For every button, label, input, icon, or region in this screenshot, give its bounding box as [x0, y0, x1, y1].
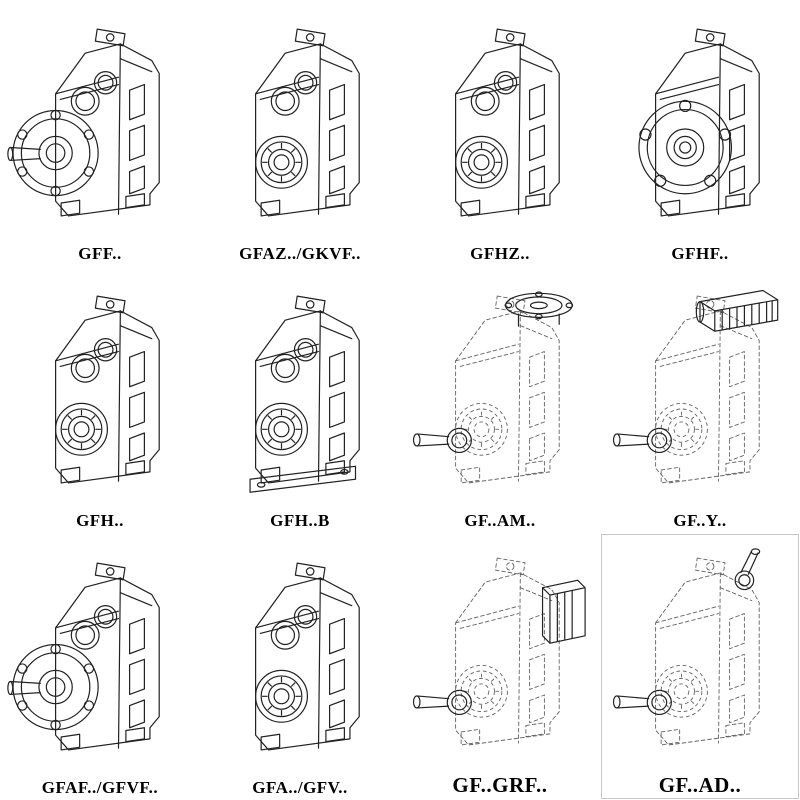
gearbox-cell-gf-y: GF..Y..: [600, 266, 800, 534]
gearbox-cell-gfa-gfv: GFA../GFV..: [200, 533, 400, 800]
gearbox-label: GFHZ..: [470, 244, 530, 264]
gearbox-drawing-adapter-flange-icon: [412, 291, 574, 484]
gearbox-label: GF..AD..: [658, 772, 742, 797]
gearbox-label: GF..Y..: [673, 510, 727, 530]
gearbox-label: GFA../GFV..: [252, 777, 348, 797]
gearbox-cell-gfaf-gfvf: GFAF../GFVF..: [0, 533, 200, 800]
gearbox-drawing-top-input-shaft-icon: [612, 548, 761, 746]
gearbox-label: GFAF../GFVF..: [41, 777, 159, 797]
gearbox-cell-gff: GFF..: [0, 0, 200, 267]
gearbox-cell-gfhf: GFHF..: [600, 0, 800, 267]
gearbox-drawing-output-flange-icon: [7, 562, 160, 751]
gearbox-cell-gf-am: GF..AM..: [400, 266, 600, 534]
gearbox-drawing-output-flange-icon: [7, 28, 160, 217]
gearbox-drawing-hollow-shaft-icon: [254, 562, 360, 751]
gearbox-label: GFHF..: [671, 244, 729, 264]
gearbox-drawing-foot-mounted-icon: [249, 295, 360, 493]
gearbox-label: GFH..B: [270, 510, 330, 530]
gearbox-cell-gfh: GFH..: [0, 266, 200, 534]
gearbox-drawing-hollow-shaft-icon: [454, 28, 560, 217]
gearbox-label: GFF..: [78, 244, 122, 264]
gearbox-cell-gfh-b: GFH..B: [200, 266, 400, 534]
gearbox-cell-gf-ad: GF..AD..: [600, 533, 800, 800]
gearbox-drawing-front-flange-icon: [638, 28, 760, 217]
gearbox-cell-gfhz: GFHZ..: [400, 0, 600, 267]
gearbox-label: GF..AM..: [464, 510, 536, 530]
gearbox-drawing-hollow-shaft-icon: [254, 28, 360, 217]
gearbox-drawing-hollow-shaft-icon: [54, 295, 160, 484]
gearbox-drawing-mounted-motor-icon: [612, 289, 779, 484]
gearbox-drawing-side-adapter-icon: [412, 557, 586, 746]
gearbox-label: GFAZ../GKVF..: [239, 244, 361, 264]
gearbox-cell-gfaz-gkvf: GFAZ../GKVF..: [200, 0, 400, 267]
gearbox-label: GFH..: [76, 510, 124, 530]
gearbox-label: GF..GRF..: [452, 772, 548, 797]
gearbox-cell-gf-grf: GF..GRF..: [400, 533, 600, 800]
